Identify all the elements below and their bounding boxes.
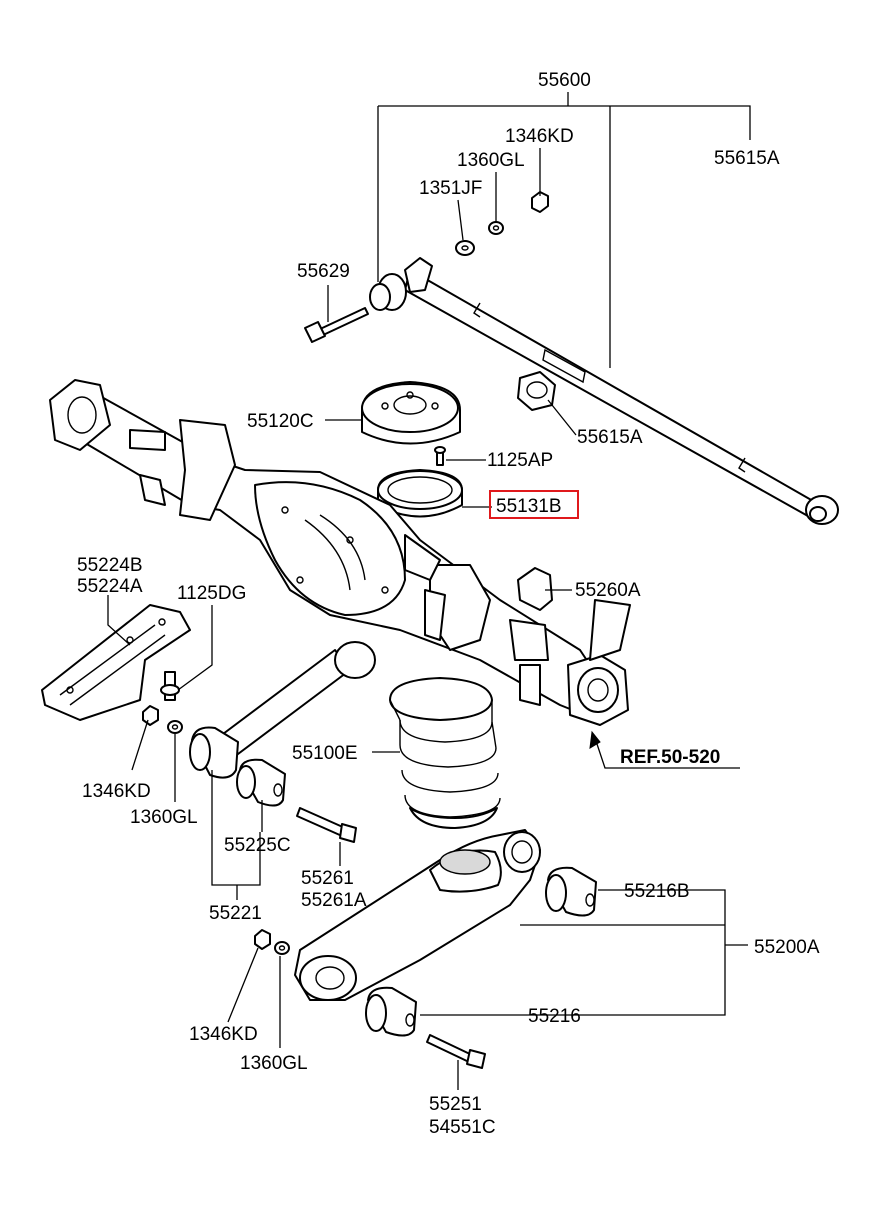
- label-55120C: 55120C: [247, 411, 314, 432]
- washer-1360GL-bottom: [274, 941, 290, 955]
- part-labels: 55600 55615A 1346KD 1360GL 1351JF 55629 …: [77, 70, 820, 1138]
- lateral-rod-55221: [189, 641, 376, 779]
- label-55261A: 55261A: [301, 890, 367, 911]
- bushing-55216: [365, 986, 417, 1037]
- label-55200A: 55200A: [754, 937, 820, 958]
- ref-arrow: [589, 730, 740, 769]
- washer-1360GL-top: [488, 221, 504, 235]
- label-55251: 55251: [429, 1094, 482, 1115]
- leader-lines: [107, 92, 751, 1090]
- nut-1346KD-bottom: [254, 929, 271, 950]
- highlight-box-55131B: [489, 490, 579, 519]
- bolt-55261: [296, 807, 357, 843]
- bolt-1125DG: [160, 671, 180, 701]
- insulator-55131B: [377, 469, 463, 518]
- trailing-arm: [404, 257, 839, 525]
- label-1346KD-top: 1346KD: [505, 126, 574, 147]
- label-1346KD-left: 1346KD: [82, 781, 151, 802]
- label-1346KD-bottom: 1346KD: [189, 1024, 258, 1045]
- bolt-55251: [426, 1034, 486, 1069]
- label-55216B: 55216B: [624, 881, 690, 902]
- label-55131B: 55131B: [496, 496, 562, 517]
- label-55615A-top: 55615A: [714, 148, 780, 169]
- label-54551C: 54551C: [429, 1117, 496, 1138]
- label-55216: 55216: [528, 1006, 581, 1027]
- label-55221: 55221: [209, 903, 262, 924]
- bushing-55216B: [545, 866, 597, 917]
- label-1125AP: 1125AP: [487, 450, 553, 471]
- bushing-55600: [369, 273, 407, 311]
- label-1360GL-left: 1360GL: [130, 807, 198, 828]
- bushing-55225C: [236, 758, 286, 807]
- label-55261: 55261: [301, 868, 354, 889]
- label-55224B: 55224B: [77, 555, 143, 576]
- label-55225C: 55225C: [224, 835, 291, 856]
- label-55260A: 55260A: [575, 580, 641, 601]
- label-55600: 55600: [538, 70, 591, 91]
- coil-spring-55100E: [389, 677, 501, 829]
- label-1125DG: 1125DG: [177, 583, 246, 604]
- axle-housing: [49, 379, 631, 726]
- spring-seat-55120C: [361, 381, 461, 445]
- washer-1351JF: [455, 240, 475, 256]
- bump-stop-55615A: [517, 371, 556, 411]
- nut-1346KD-left: [142, 705, 159, 726]
- label-1360GL-top: 1360GL: [457, 150, 525, 171]
- label-55224A: 55224A: [77, 576, 143, 597]
- label-ref: REF.50-520: [620, 747, 720, 768]
- label-55100E: 55100E: [292, 743, 358, 764]
- bolt-55629: [304, 307, 369, 343]
- label-1351JF: 1351JF: [419, 178, 482, 199]
- label-1360GL-bottom: 1360GL: [240, 1053, 308, 1074]
- label-55629: 55629: [297, 261, 350, 282]
- bolt-1125AP: [434, 446, 446, 466]
- label-55615A-mid: 55615A: [577, 427, 643, 448]
- crossmember-55224: [41, 604, 191, 721]
- washer-1360GL-left: [167, 720, 183, 734]
- lower-arm-55200A: [294, 829, 541, 1001]
- bracket-55260A: [517, 567, 553, 611]
